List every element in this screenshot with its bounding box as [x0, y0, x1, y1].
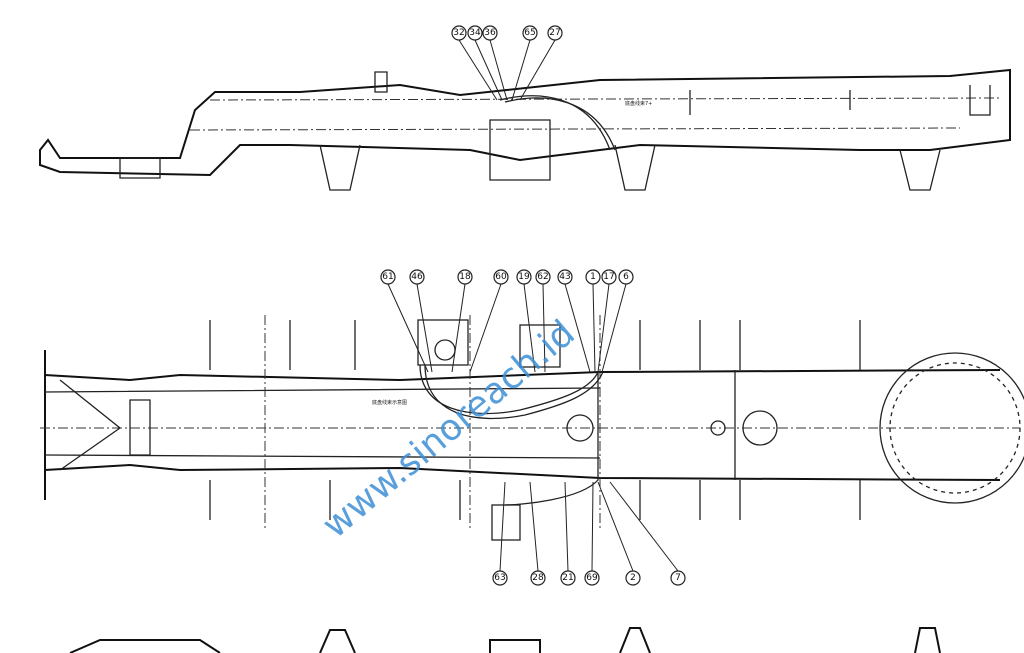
leader-line: [519, 39, 556, 101]
balloon-label: 61: [382, 272, 393, 282]
balloon-label: 63: [494, 573, 505, 583]
balloon-69: 69: [584, 481, 600, 586]
balloon-36: 36: [482, 25, 508, 101]
balloon-32: 32: [451, 25, 498, 101]
top-note: 底盘线束7+: [625, 100, 652, 107]
balloon-61: 61: [380, 269, 429, 373]
balloon-28: 28: [529, 481, 546, 586]
balloon-label: 2: [630, 573, 636, 583]
leader-line: [387, 283, 429, 373]
leader-line: [529, 481, 539, 572]
balloon-label: 43: [559, 272, 570, 282]
leader-line: [451, 283, 466, 373]
plan-view-frame: 底盘线束示意图: [40, 315, 1024, 541]
leader-line: [609, 481, 679, 572]
balloon-65: 65: [511, 25, 538, 101]
balloon-label: 1: [590, 272, 596, 282]
balloon-27: 27: [519, 25, 563, 101]
leader-line: [458, 39, 498, 101]
balloon-46: 46: [409, 269, 433, 373]
balloon-62: 62: [535, 269, 551, 373]
balloon-7: 7: [609, 481, 686, 586]
balloon-label: 19: [518, 272, 530, 282]
balloon-60: 60: [469, 269, 509, 373]
leader-line: [499, 481, 506, 572]
balloon-label: 60: [495, 272, 507, 282]
leader-line: [489, 39, 508, 101]
middle-note: 底盘线束示意图: [372, 399, 407, 406]
balloon-label: 18: [459, 272, 471, 282]
leader-line: [597, 481, 634, 572]
leader-line: [523, 283, 536, 373]
leader-line: [469, 283, 502, 373]
balloon-18: 18: [451, 269, 473, 373]
balloon-34: 34: [467, 25, 503, 101]
balloon-label: 65: [524, 28, 535, 38]
balloon-6: 6: [601, 269, 634, 373]
balloon-2: 2: [597, 481, 641, 586]
balloon-label: 17: [603, 272, 614, 282]
leader-line: [474, 39, 503, 101]
leader-line: [591, 481, 594, 572]
leader-line: [542, 283, 546, 373]
balloon-label: 69: [586, 573, 598, 583]
balloon-label: 46: [411, 272, 423, 282]
balloon-63: 63: [492, 481, 508, 586]
balloon-label: 6: [623, 272, 629, 282]
leader-line: [592, 283, 596, 373]
balloon-1: 1: [585, 269, 601, 373]
balloon-19: 19: [516, 269, 536, 373]
balloon-label: 27: [549, 28, 560, 38]
balloon-21: 21: [560, 481, 576, 586]
leader-line: [564, 283, 591, 373]
balloon-label: 62: [537, 272, 548, 282]
balloon-17: 17: [597, 269, 617, 373]
balloon-label: 36: [484, 28, 496, 38]
leader-line: [416, 283, 433, 373]
leader-line: [511, 39, 531, 101]
balloon-label: 34: [469, 28, 481, 38]
balloon-label: 7: [675, 573, 681, 583]
balloon-label: 32: [453, 28, 464, 38]
balloon-43: 43: [557, 269, 591, 373]
bottom-partial-view: [69, 627, 941, 653]
balloon-label: 21: [562, 573, 573, 583]
leader-line: [601, 283, 627, 373]
leader-line: [597, 283, 610, 373]
balloon-label: 28: [532, 573, 544, 583]
side-view-frame: 底盘线束7+: [39, 68, 1011, 191]
leader-line: [564, 481, 569, 572]
